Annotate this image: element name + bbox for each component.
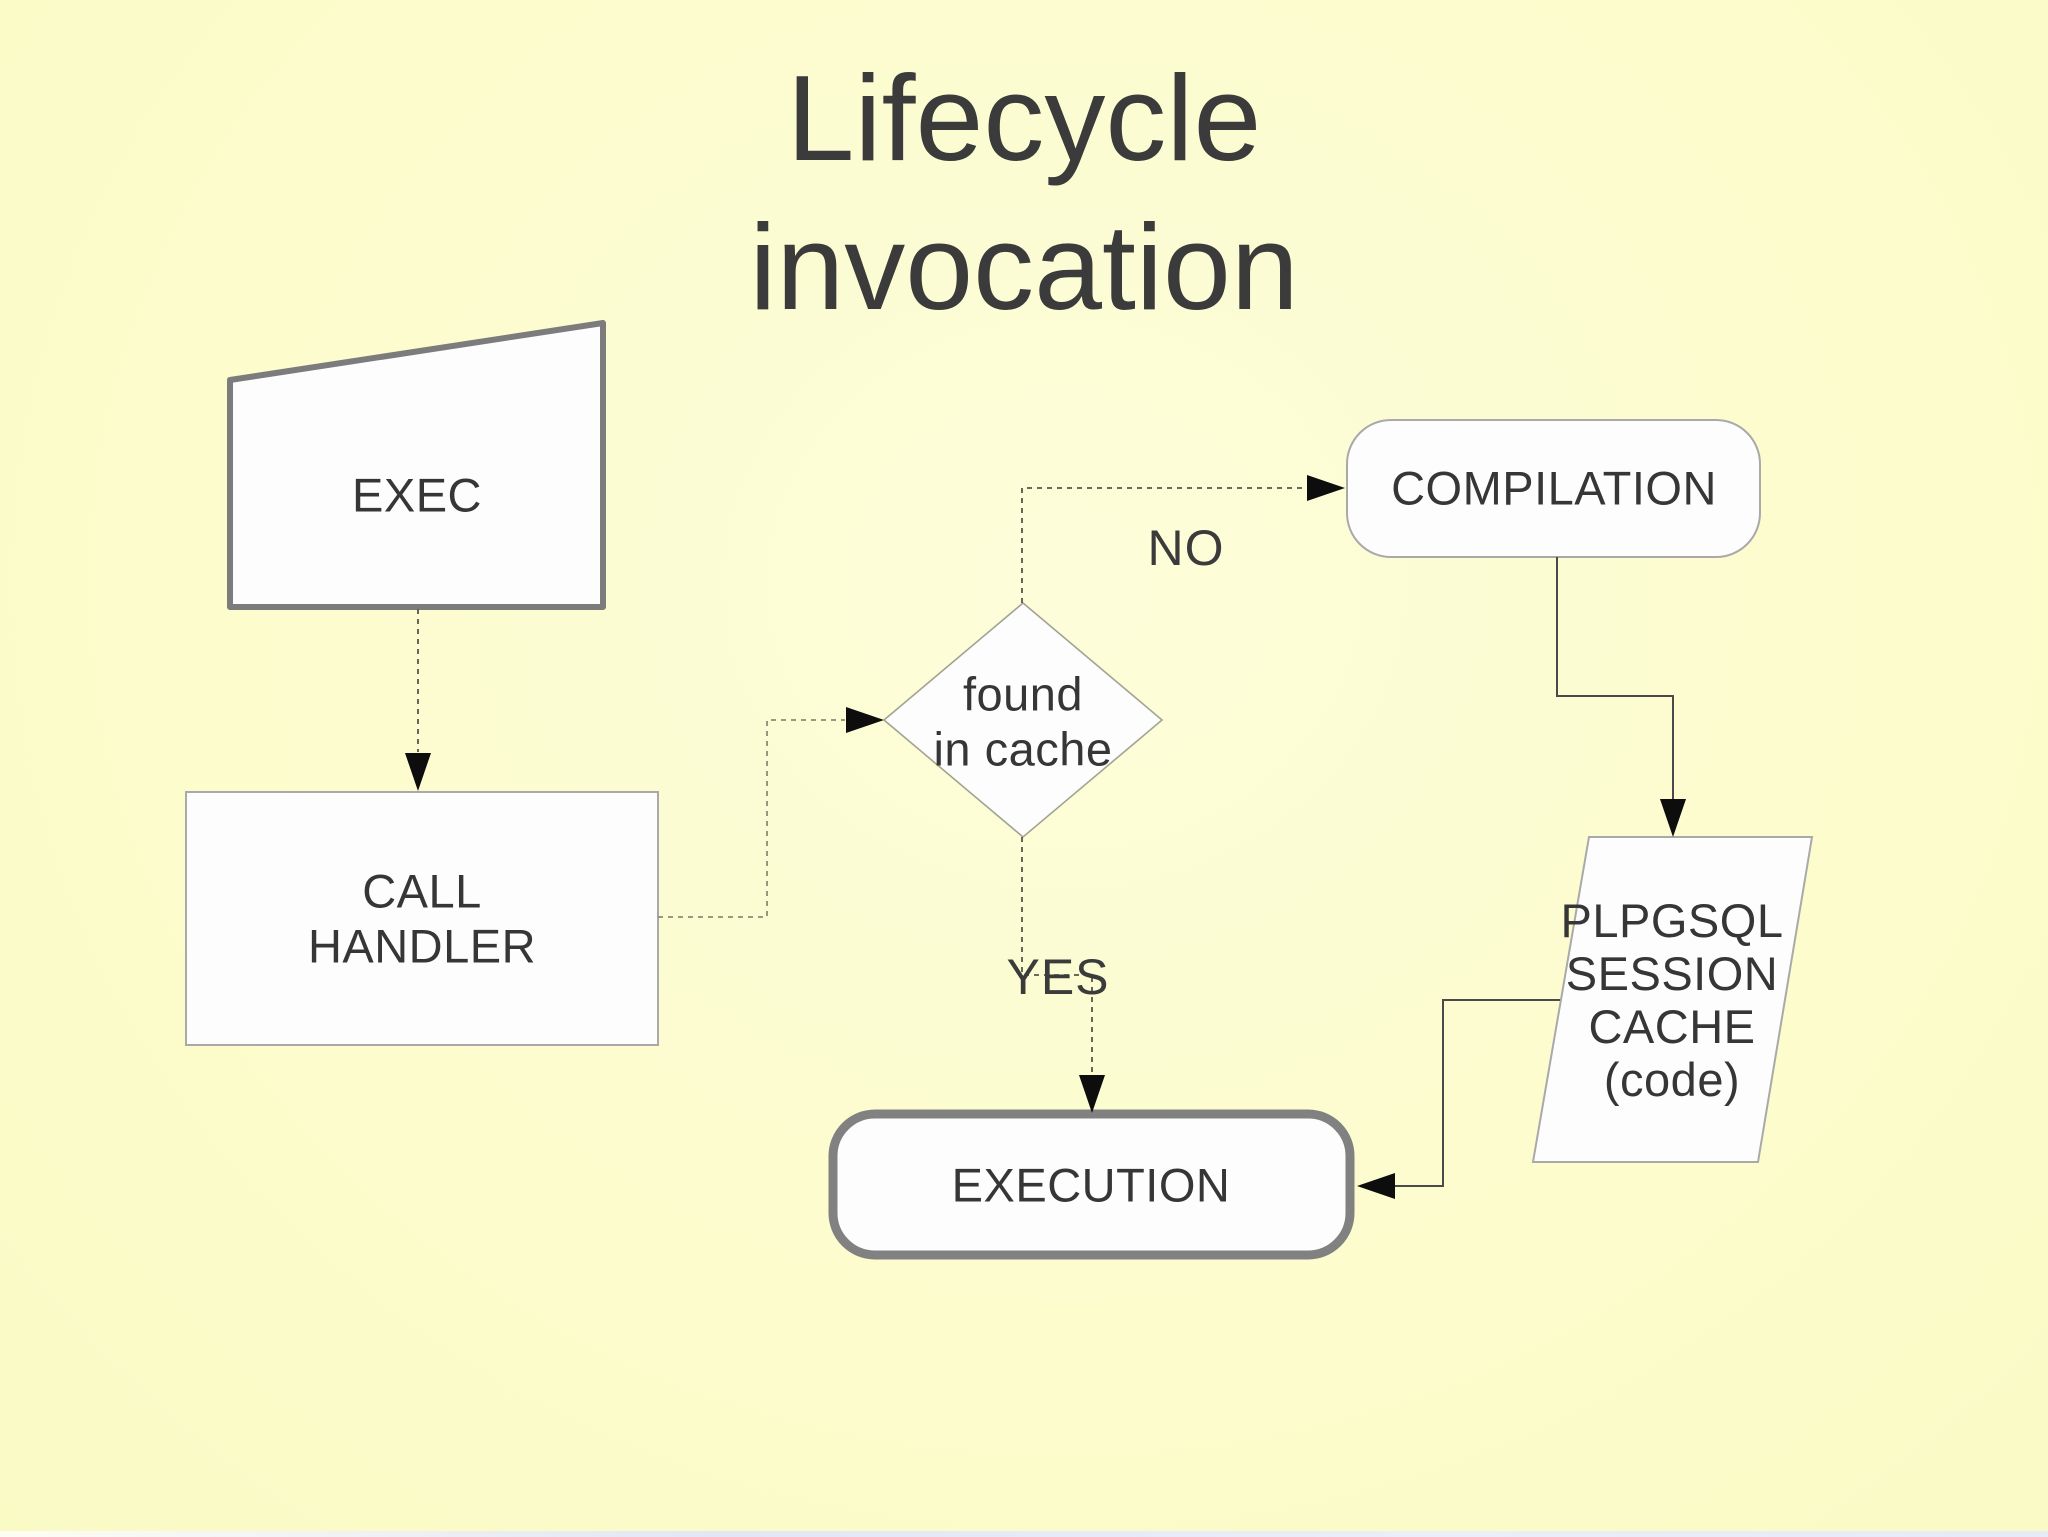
- session-cache-label-line2: SESSION: [1565, 946, 1779, 1000]
- arrowhead-cache: [1660, 799, 1686, 837]
- edge-call-handler-to-decision: [658, 719, 845, 918]
- session-cache-shape: [1531, 836, 1814, 1163]
- edge-no-to-compilation: [1021, 487, 1305, 603]
- session-cache-label: PLPGSQL SESSION CACHE (code): [1561, 894, 1784, 1106]
- found-in-cache-label-line2: in cache: [933, 722, 1113, 775]
- call-handler-label-line1: CALL: [362, 864, 482, 918]
- call-handler-shape: [185, 791, 659, 1046]
- found-in-cache-label-line1: found: [962, 667, 1084, 721]
- exec-shape: [227, 320, 606, 610]
- session-cache-label-line3: CACHE: [1588, 1000, 1756, 1053]
- arrowhead-decision: [846, 707, 884, 733]
- compilation-shape: [1346, 419, 1761, 558]
- title-line-1: Lifecycle: [786, 50, 1262, 186]
- edge-cache-to-execution: [1394, 999, 1560, 1187]
- arrowhead-execution-top: [1079, 1075, 1105, 1113]
- execution-shape: [828, 1109, 1355, 1260]
- call-handler-label-line2: HANDLER: [307, 919, 537, 972]
- found-in-cache-label: found in cache: [933, 667, 1112, 776]
- session-cache-label-line1: PLPGSQL: [1560, 893, 1784, 947]
- edge-yes-to-execution: [1021, 837, 1093, 1075]
- edge-compilation-to-cache: [1556, 557, 1674, 800]
- exec-label: EXEC: [352, 468, 482, 522]
- arrowhead-execution-right: [1357, 1173, 1395, 1199]
- no-edge-label: NO: [1147, 520, 1225, 576]
- footer-strip: [0, 1531, 2048, 1537]
- yes-edge-label: YES: [1006, 949, 1110, 1005]
- compilation-label: COMPILATION: [1391, 461, 1717, 515]
- execution-label: EXECUTION: [951, 1158, 1231, 1212]
- found-in-cache-decision-shape: [882, 601, 1164, 839]
- call-handler-label: CALL HANDLER: [308, 864, 536, 973]
- page-title: Lifecycle invocation: [0, 44, 2048, 342]
- arrowhead-compilation: [1307, 475, 1345, 501]
- arrowhead-call-handler: [405, 753, 431, 791]
- title-line-2: invocation: [749, 198, 1299, 335]
- session-cache-label-line4: (code): [1603, 1053, 1741, 1107]
